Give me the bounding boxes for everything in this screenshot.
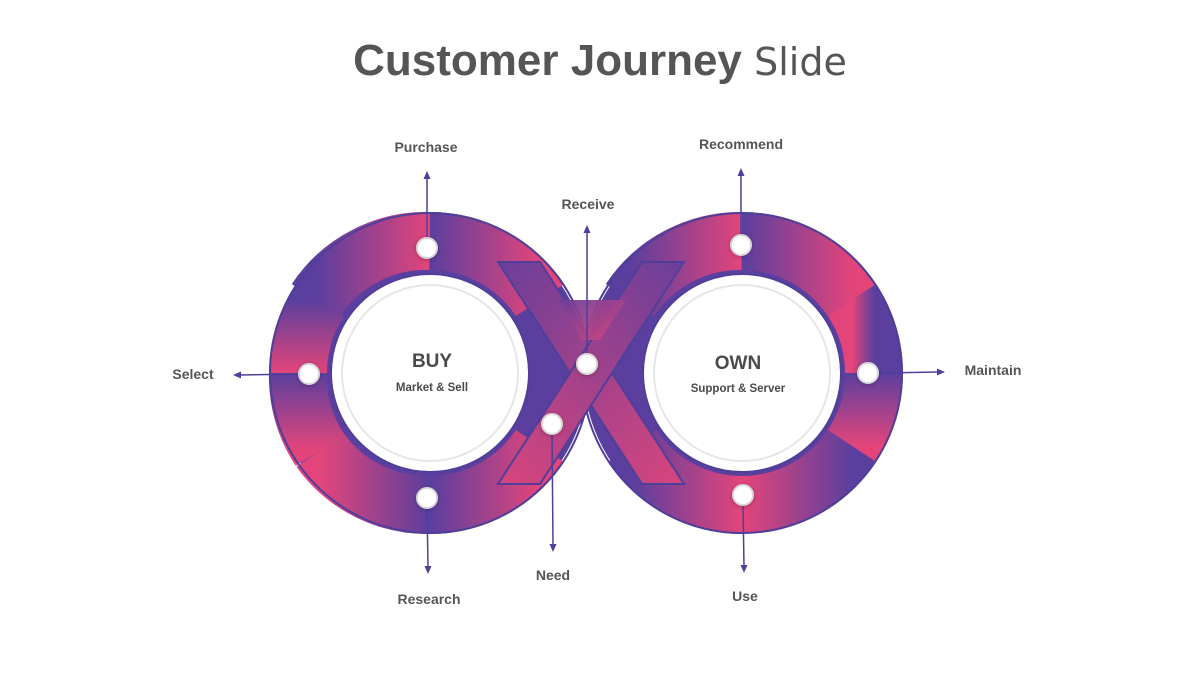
maintain-arrow-head [937,368,945,376]
research-arrow-head [424,566,432,574]
title-light: Slide [754,40,847,84]
research-node [416,487,438,509]
stage-arrows [233,168,945,574]
stage-label-maintain: Maintain [965,362,1022,378]
stage-nodes [298,234,879,509]
recommend-arrow-head [737,168,745,176]
select-arrow [239,373,301,376]
need-node [541,413,563,435]
page-title: Customer Journey Slide [0,36,1200,86]
title-bold: Customer Journey [353,36,742,85]
research-arrow [426,506,429,568]
receive-node [576,353,598,375]
need-arrow [551,432,554,546]
purchase-node [416,237,438,259]
use-node [732,484,754,506]
stage-label-select: Select [172,366,214,382]
select-arrow-head [233,371,241,379]
stage-label-purchase: Purchase [394,139,457,155]
purchase-arrow-head [423,171,431,179]
recommend-node [730,234,752,256]
receive-arrow-head [583,225,591,233]
stage-label-use: Use [732,588,758,604]
stage-label-need: Need [536,567,570,583]
select-node [298,363,320,385]
stage-label-research: Research [397,591,460,607]
maintain-node [857,362,879,384]
own-subtitle: Support & Server [691,383,786,395]
maintain-arrow [877,371,939,374]
use-arrow [742,504,745,567]
buy-subtitle: Market & Sell [396,382,468,394]
stage-label-receive: Receive [562,196,615,212]
stage-label-recommend: Recommend [699,136,783,152]
own-title: OWN [715,353,761,374]
need-arrow-head [549,544,557,552]
use-arrow-head [740,565,748,573]
buy-title: BUY [412,351,452,372]
